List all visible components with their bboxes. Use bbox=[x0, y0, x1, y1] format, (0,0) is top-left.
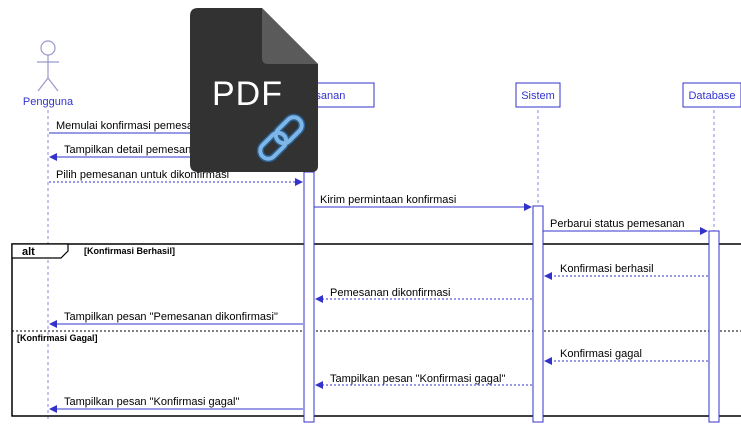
message-label: Memulai konfirmasi pemesanan bbox=[56, 120, 211, 132]
pdf-page-fold bbox=[262, 8, 318, 64]
actor-head bbox=[40, 40, 56, 56]
pdf-label: PDF bbox=[212, 75, 283, 113]
message-label: Tampilkan detail pemesanan bbox=[64, 144, 203, 156]
participant-label: Sistem bbox=[521, 90, 555, 102]
participant-box bbox=[682, 82, 741, 108]
alt-frame bbox=[11, 243, 741, 417]
participant-database: Database bbox=[682, 82, 741, 108]
message-9: Konfirmasi gagal bbox=[544, 348, 708, 365]
chain-link-icon bbox=[256, 113, 306, 163]
message-4: Kirim permintaan konfirmasi bbox=[314, 194, 532, 211]
participant-box bbox=[515, 82, 561, 108]
chain-link-left-highlight bbox=[258, 130, 289, 161]
participant-sistem: Sistem bbox=[515, 82, 561, 108]
message-label: Tampilkan pesan "Konfirmasi gagal" bbox=[64, 396, 239, 408]
alt-fragment: alt [Konfirmasi Berhasil] [Konfirmasi Ga… bbox=[11, 243, 741, 417]
pdf-link-file-icon: PDF bbox=[190, 8, 318, 172]
actor-label: Pengguna bbox=[23, 96, 74, 108]
alt-tag-box bbox=[11, 243, 69, 259]
activation-database bbox=[708, 230, 720, 423]
message-5: Perbarui status pemesanan bbox=[543, 218, 708, 235]
message-8: Tampilkan pesan "Pemesanan dikonfirmasi" bbox=[49, 311, 303, 328]
message-6: Konfirmasi berhasil bbox=[544, 263, 708, 280]
message-11: Tampilkan pesan "Konfirmasi gagal" bbox=[49, 396, 303, 413]
alt-tag-label: alt bbox=[22, 246, 35, 258]
message-label: Tampilkan pesan "Pemesanan dikonfirmasi" bbox=[64, 311, 278, 323]
message-label: Pemesanan dikonfirmasi bbox=[330, 287, 450, 299]
actor-leg-left bbox=[37, 77, 49, 92]
message-label: Perbarui status pemesanan bbox=[550, 218, 685, 230]
message-10: Tampilkan pesan "Konfirmasi gagal" bbox=[315, 373, 532, 389]
message-label: Konfirmasi gagal bbox=[560, 348, 642, 360]
message-label: Tampilkan pesan "Konfirmasi gagal" bbox=[330, 373, 505, 385]
activation-sistem bbox=[532, 205, 544, 423]
message-label: Pilih pemesanan untuk dikonfirmasi bbox=[56, 169, 229, 181]
actor-leg-right bbox=[47, 77, 59, 92]
message-7: Pemesanan dikonfirmasi bbox=[315, 287, 532, 303]
message-label: Kirim permintaan konfirmasi bbox=[320, 194, 456, 206]
guard-failure: [Konfirmasi Gagal] bbox=[17, 333, 98, 343]
chain-link-right-highlight bbox=[273, 115, 304, 146]
activation-pemesanan bbox=[303, 171, 315, 423]
guard-success: [Konfirmasi Berhasil] bbox=[84, 246, 175, 256]
participant-label: Database bbox=[688, 90, 735, 102]
actor-pengguna: Pengguna bbox=[23, 40, 74, 108]
message-label: Konfirmasi berhasil bbox=[560, 263, 654, 275]
message-3: Pilih pemesanan untuk dikonfirmasi bbox=[49, 169, 303, 186]
